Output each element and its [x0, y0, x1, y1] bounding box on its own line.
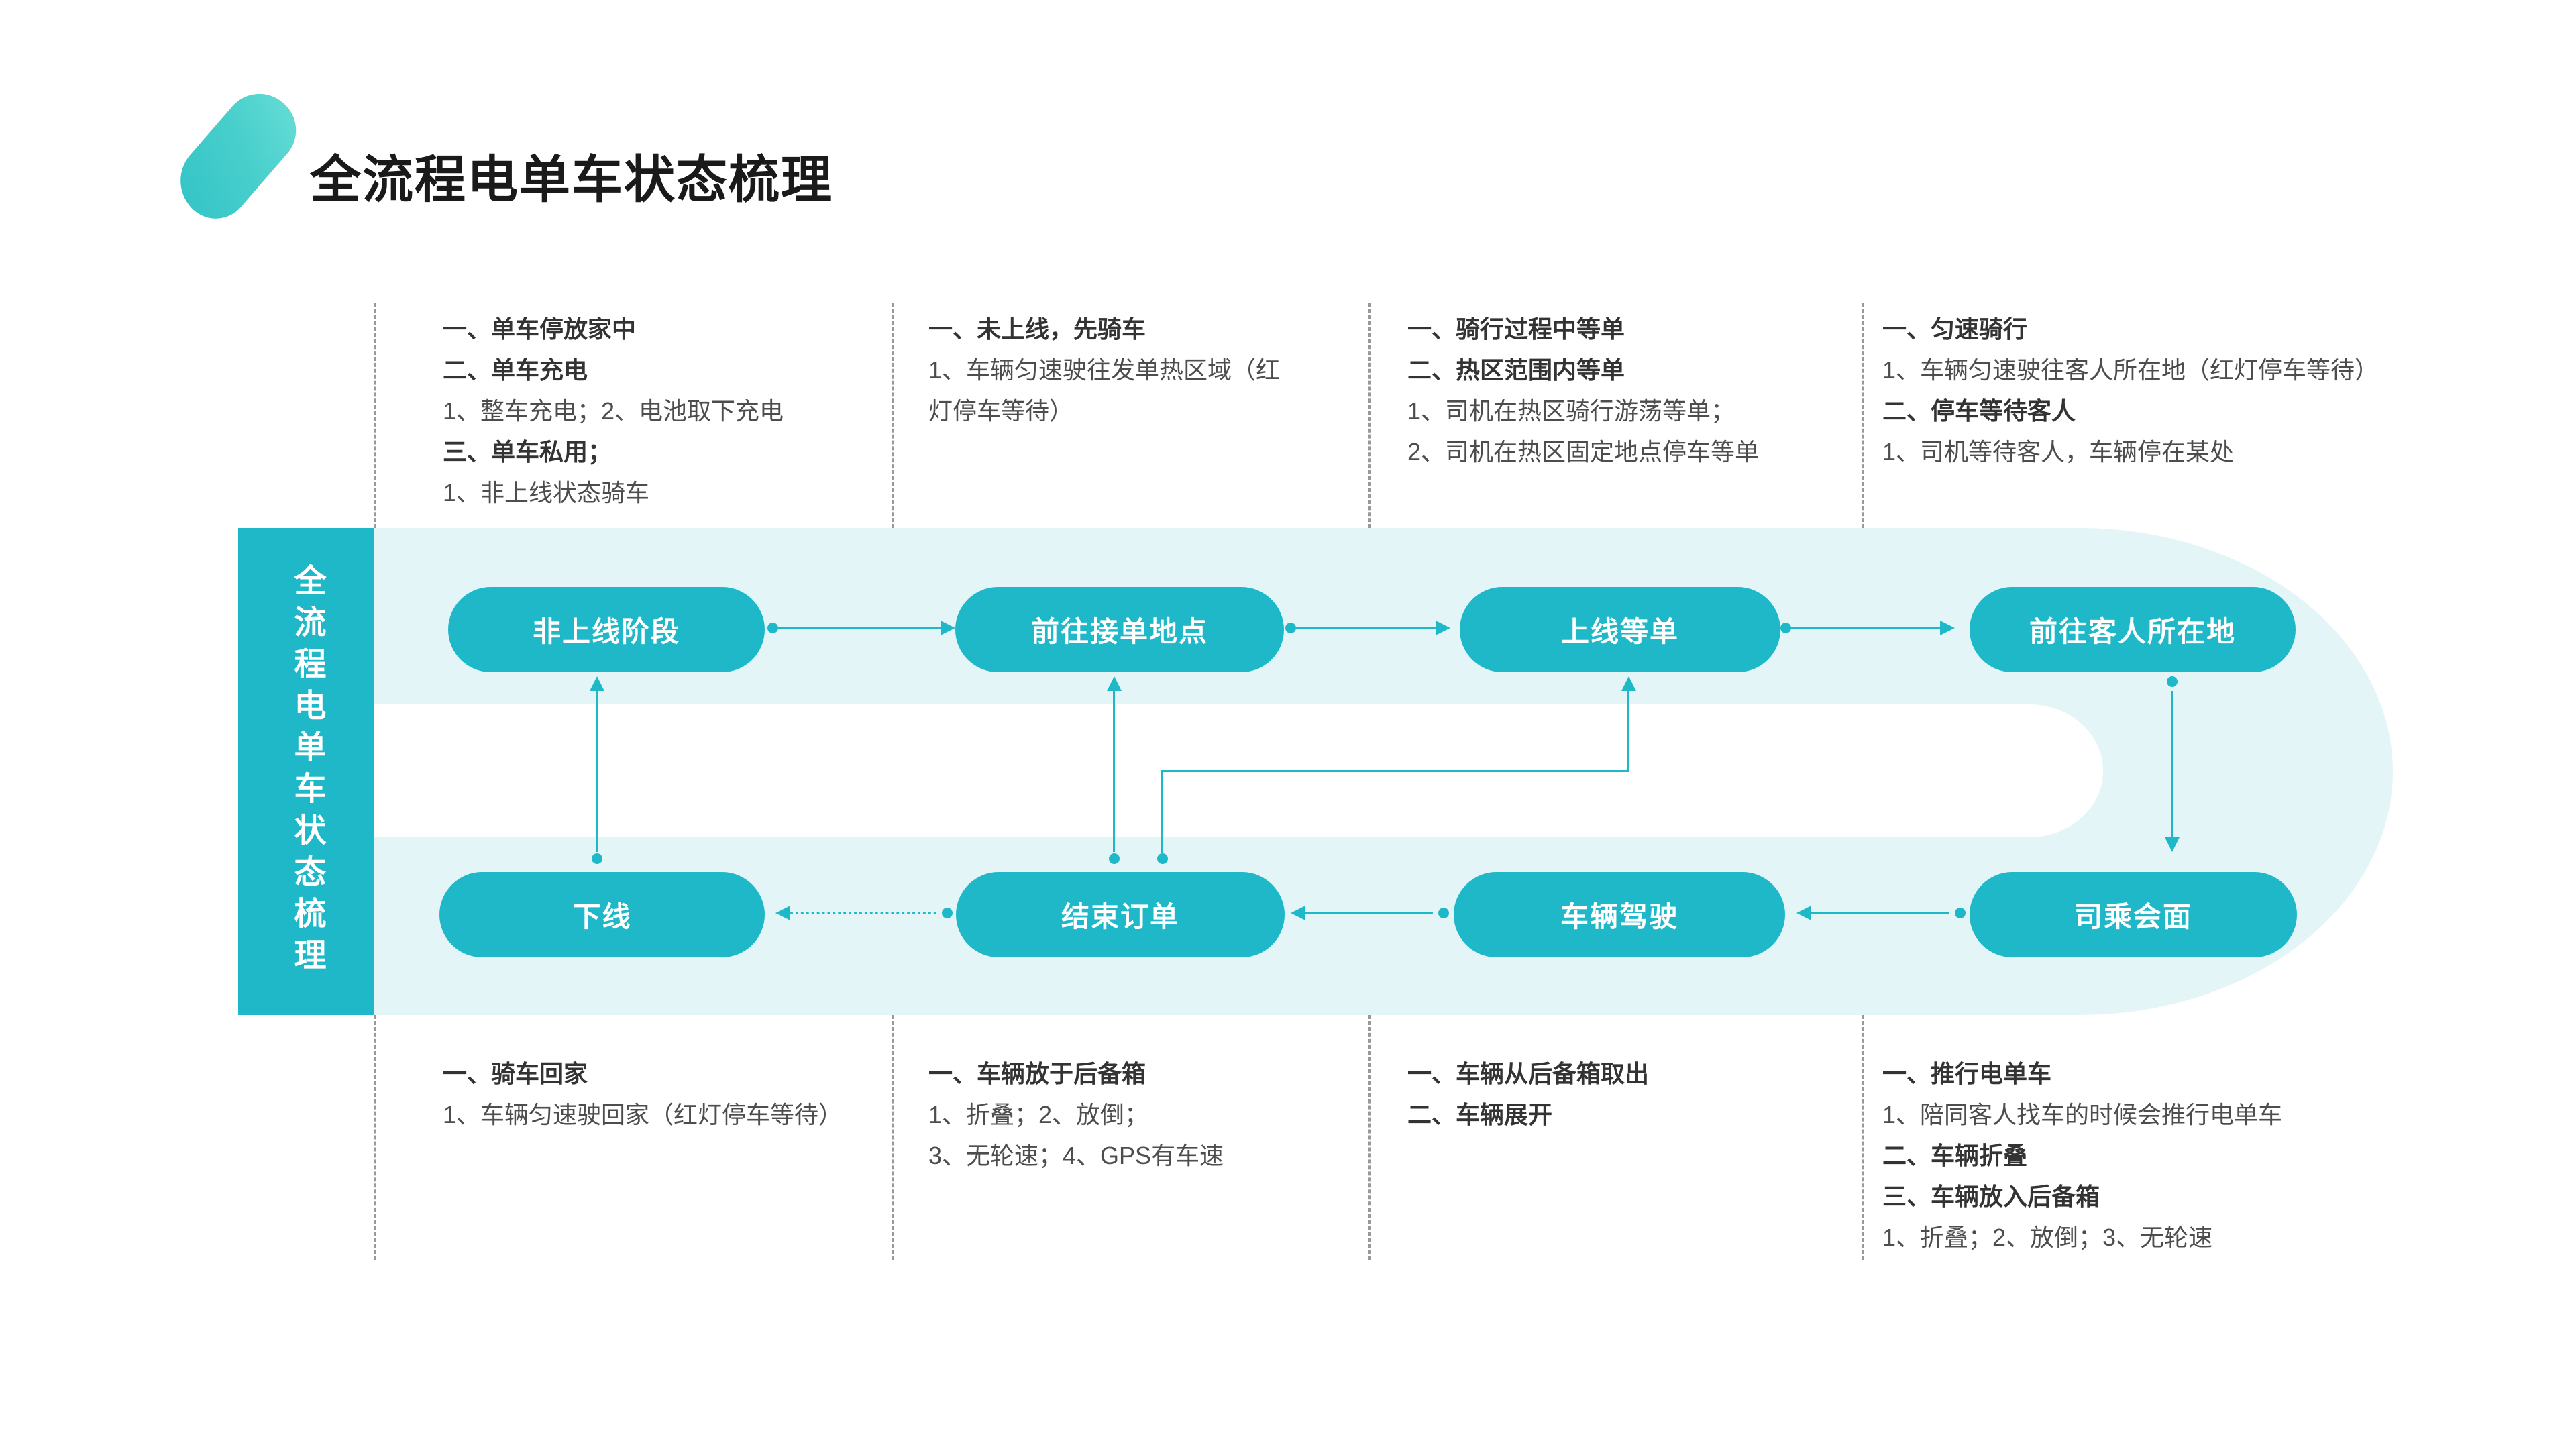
arrowhead-left-icon: [775, 906, 790, 920]
connector-dotted-line: [790, 912, 936, 914]
column-divider: [1368, 1015, 1371, 1260]
annotation-bottom-col4: 一、推行电单车 1、陪同客人找车的时候会推行电单车 二、车辆折叠 三、车辆放入后…: [1882, 1053, 2282, 1258]
annotation-top-col1: 一、单车停放家中 二、单车充电 1、整车充电；2、电池取下充电 三、单车私用； …: [443, 309, 784, 513]
node-label: 车辆驾驶: [1560, 901, 1678, 932]
connector-start-dot: [1780, 623, 1791, 633]
arrowhead-right-icon: [1940, 621, 1955, 635]
vertical-title-label: 全流程电单车状态梳理: [288, 564, 325, 979]
page-title: 全流程电单车状态梳理: [310, 152, 833, 209]
annotation-top-col3: 一、骑行过程中等单 二、热区范围内等单 1、司机在热区骑行游荡等单； 2、司机在…: [1407, 309, 1759, 472]
annotation-line: 1、陪同客人找车的时候会推行电单车: [1882, 1101, 2283, 1128]
annotation-line: 一、单车停放家中: [443, 315, 637, 343]
arrowhead-right-icon: [941, 621, 955, 635]
vertical-title-bar: 全流程电单车状态梳理: [238, 528, 374, 1015]
annotation-line: 1、折叠；2、放倒；3、无轮速: [1882, 1224, 2213, 1251]
connector-start-dot: [1438, 908, 1449, 918]
annotation-line: 1、司机等待客人，车辆停在某处: [1882, 438, 2235, 466]
node-label: 上线等单: [1560, 616, 1679, 647]
node-to-passenger: 前往客人所在地: [1970, 587, 2296, 672]
annotation-bottom-col3: 一、车辆从后备箱取出 二、车辆展开: [1407, 1053, 1649, 1135]
node-label: 下线: [572, 901, 632, 932]
node-label: 司乘会面: [2074, 901, 2192, 932]
connector-line: [596, 691, 598, 852]
node-end-order: 结束订单: [956, 872, 1285, 957]
annotation-line: 一、车辆从后备箱取出: [1407, 1060, 1650, 1087]
annotation-line: 二、车辆折叠: [1882, 1142, 2028, 1169]
column-divider: [1368, 303, 1371, 528]
annotation-line: 一、推行电单车: [1882, 1060, 2052, 1087]
connector-start-dot: [1955, 908, 1966, 918]
connector-elbow-line: [1161, 771, 1163, 853]
node-to-pickup: 前往接单地点: [955, 587, 1284, 672]
annotation-line: 一、匀速骑行: [1882, 315, 2028, 343]
column-divider: [374, 1015, 376, 1260]
arrowhead-down-icon: [2165, 837, 2180, 852]
connector-line: [2171, 691, 2173, 837]
annotation-line: 3、无轮速；4、GPS有车速: [928, 1142, 1224, 1169]
annotation-line: 1、车辆匀速驶往客人所在地（红灯停车等待）: [1882, 356, 2379, 384]
connector-start-dot: [1109, 853, 1120, 864]
node-label: 前往客人所在地: [2029, 616, 2236, 647]
node-label: 结束订单: [1061, 901, 1179, 932]
annotation-line: 1、非上线状态骑车: [443, 479, 650, 506]
arrowhead-left-icon: [1291, 906, 1305, 920]
node-label: 前往接单地点: [1030, 616, 1208, 647]
logo-blob-icon: [164, 79, 311, 232]
connector-line: [1296, 627, 1436, 629]
connector-line: [1791, 627, 1940, 629]
annotation-line: 1、整车充电；2、电池取下充电: [443, 397, 784, 425]
connector-elbow-line: [1627, 691, 1629, 771]
node-offline-phase: 非上线阶段: [448, 587, 765, 672]
annotation-line: 三、车辆放入后备箱: [1882, 1183, 2100, 1210]
column-divider: [892, 303, 894, 528]
annotation-line: 一、骑车回家: [443, 1060, 588, 1087]
node-driving: 车辆驾驶: [1454, 872, 1785, 957]
annotation-bottom-col1: 一、骑车回家 1、车辆匀速驶回家（红灯停车等待）: [443, 1053, 843, 1135]
annotation-line: 一、未上线，先骑车: [928, 315, 1146, 343]
annotation-line: 2、司机在热区固定地点停车等单: [1407, 438, 1760, 466]
connector-start-dot: [767, 623, 778, 633]
arrowhead-left-icon: [1796, 906, 1811, 920]
connector-line: [1113, 691, 1115, 852]
connector-start-dot: [592, 853, 602, 864]
annotation-line: 三、单车私用；: [443, 438, 612, 466]
connector-line: [1811, 912, 1949, 914]
column-divider: [1862, 1015, 1864, 1260]
connector-start-dot: [942, 908, 953, 918]
node-offline: 下线: [439, 872, 765, 957]
annotation-line: 一、骑行过程中等单: [1407, 315, 1625, 343]
node-meet: 司乘会面: [1970, 872, 2297, 957]
annotation-line: 二、热区范围内等单: [1407, 356, 1625, 384]
arrowhead-up-icon: [590, 676, 604, 691]
annotation-line: 1、司机在热区骑行游荡等单；: [1407, 397, 1735, 425]
annotation-top-col4: 一、匀速骑行 1、车辆匀速驶往客人所在地（红灯停车等待） 二、停车等待客人 1、…: [1882, 309, 2379, 472]
column-divider: [1862, 303, 1864, 528]
annotation-line: 二、停车等待客人: [1882, 397, 2076, 425]
annotation-bottom-col2: 一、车辆放于后备箱 1、折叠；2、放倒； 3、无轮速；4、GPS有车速: [928, 1053, 1224, 1176]
node-label: 非上线阶段: [532, 616, 680, 647]
annotation-line: 1、车辆匀速驶往发单热区域（红: [928, 356, 1281, 384]
annotation-line: 一、车辆放于后备箱: [928, 1060, 1146, 1087]
connector-start-dot: [1157, 853, 1168, 864]
arrowhead-up-icon: [1621, 676, 1636, 691]
connector-line: [1305, 912, 1433, 914]
annotation-line: 灯停车等待）: [928, 397, 1074, 425]
annotation-line: 1、折叠；2、放倒；: [928, 1101, 1149, 1128]
column-divider: [374, 303, 376, 528]
connector-start-dot: [2167, 676, 2178, 687]
annotation-top-col2: 一、未上线，先骑车 1、车辆匀速驶往发单热区域（红 灯停车等待）: [928, 309, 1280, 431]
connector-line: [778, 627, 942, 629]
column-divider: [892, 1015, 894, 1260]
annotation-line: 二、车辆展开: [1407, 1101, 1553, 1128]
arrowhead-up-icon: [1107, 676, 1122, 691]
connector-elbow-line: [1161, 770, 1629, 772]
annotation-line: 二、单车充电: [443, 356, 588, 384]
node-online-waiting: 上线等单: [1460, 587, 1780, 672]
arrowhead-right-icon: [1436, 621, 1450, 635]
annotation-line: 1、车辆匀速驶回家（红灯停车等待）: [443, 1101, 843, 1128]
connector-start-dot: [1285, 623, 1296, 633]
